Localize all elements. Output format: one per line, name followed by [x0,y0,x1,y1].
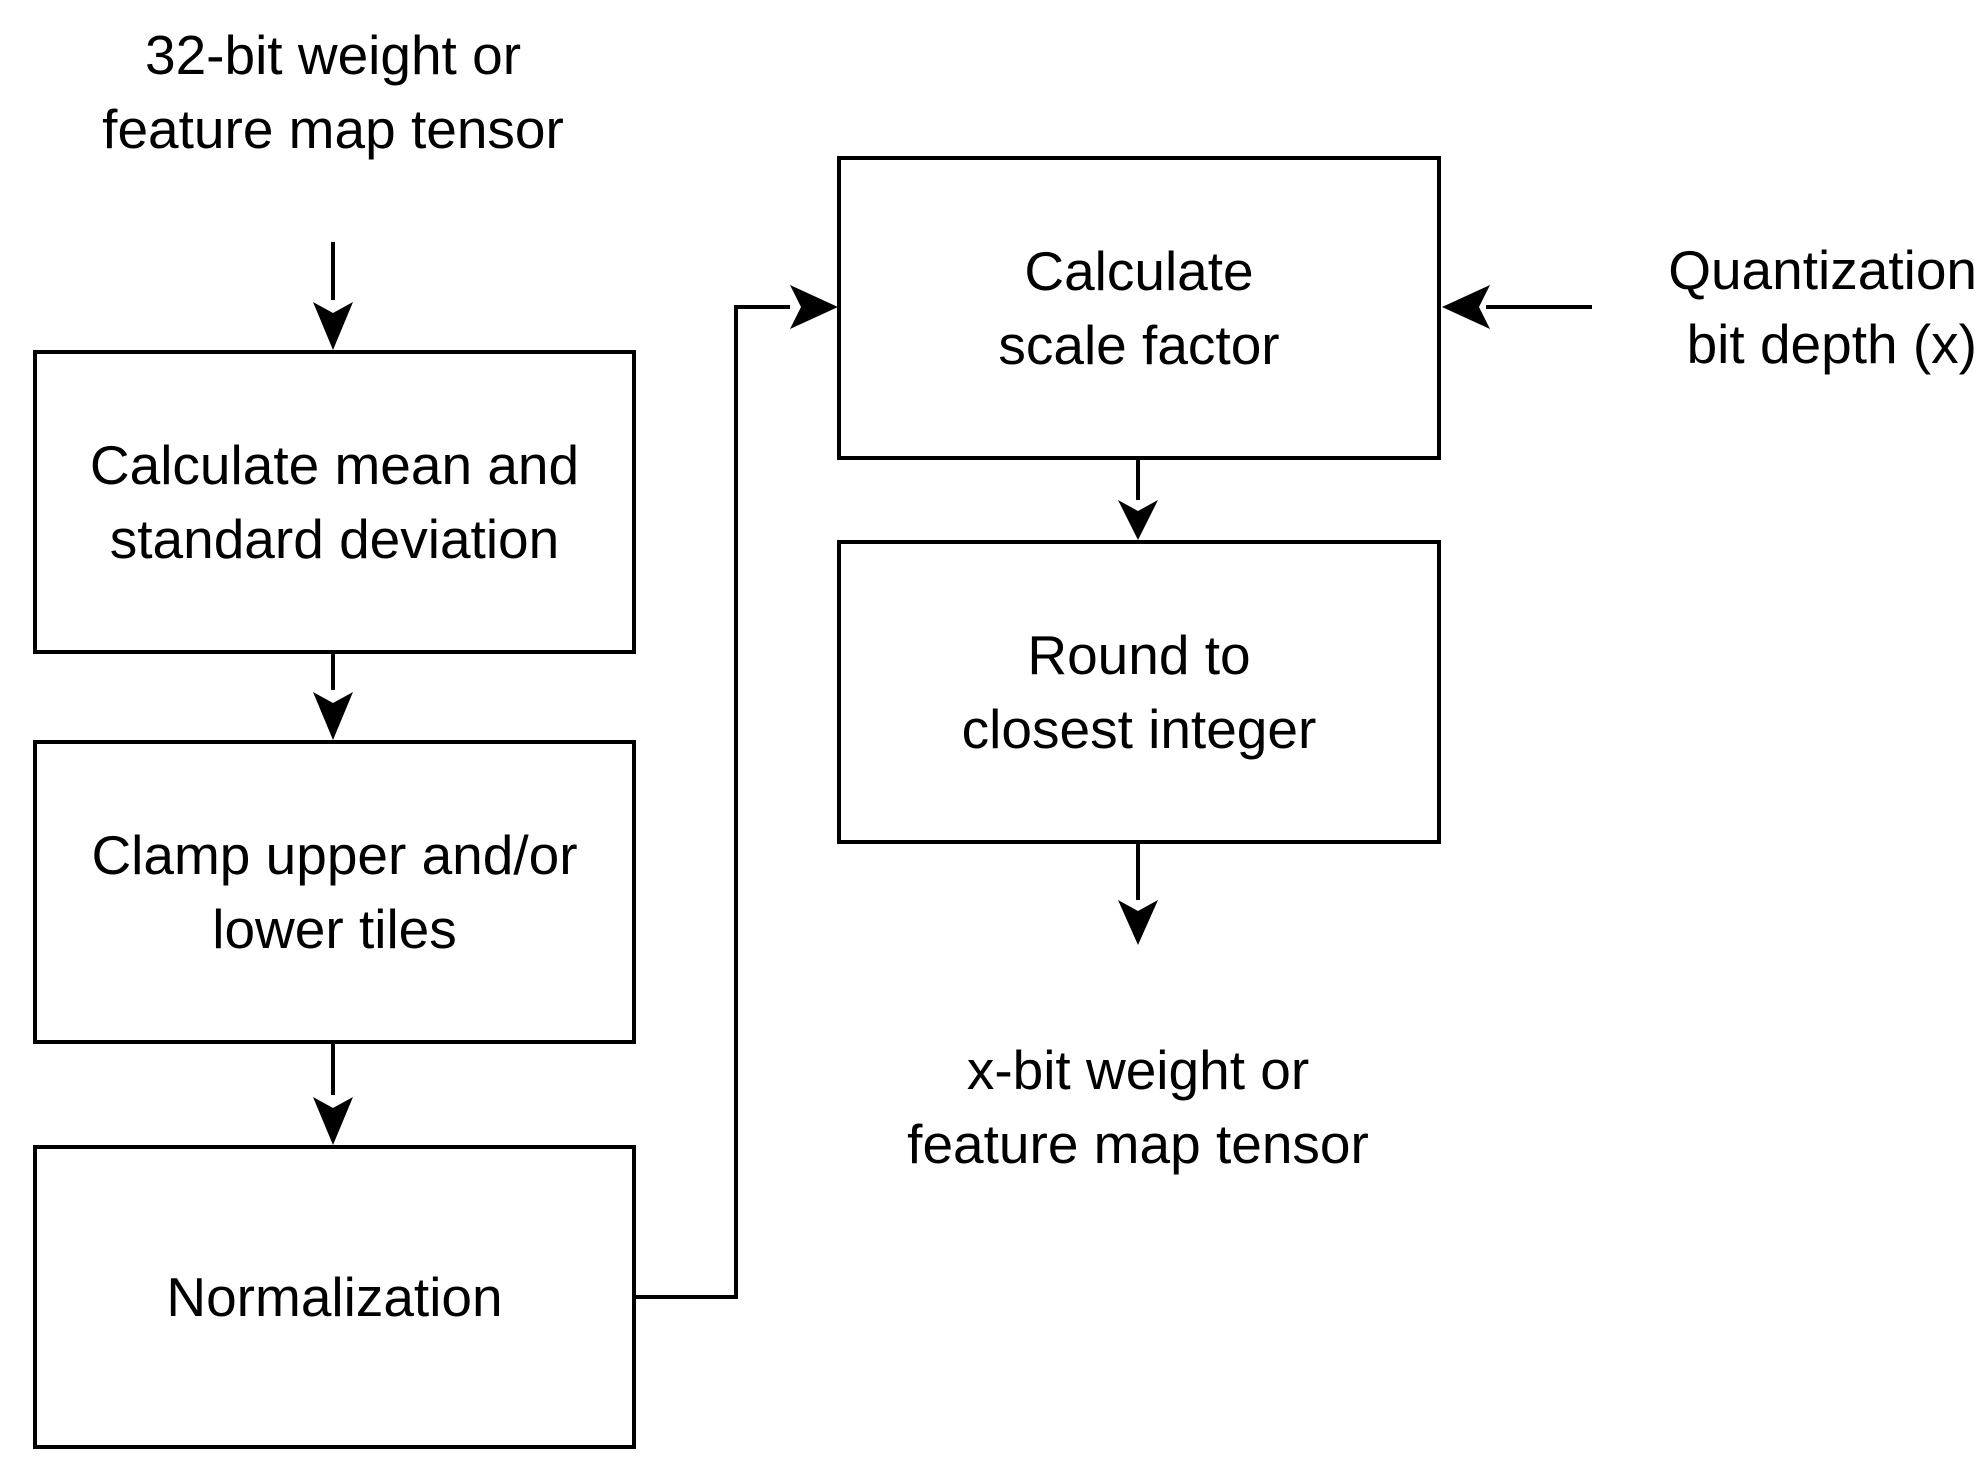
output-tensor-label-line2: feature map tensor [907,1113,1369,1175]
arrowhead-clamp-to-normalization [313,1097,353,1145]
output-tensor-label: x-bit weight or feature map tensor [838,1033,1438,1181]
arrowhead-scale-to-round [1118,500,1158,540]
mean-std-box-line2: standard deviation [109,508,560,570]
round-box-line1: Round to [1027,624,1251,686]
normalization-box: Normalization [33,1145,636,1449]
arrowhead-input [313,302,353,350]
output-tensor-label-line1: x-bit weight or [966,1039,1310,1101]
scale-factor-box-line2: scale factor [998,314,1280,376]
quantization-label-line2: bit depth (x) [1686,313,1977,375]
mean-std-box-line1: Calculate mean and [89,434,580,496]
arrowhead-quantization [1442,285,1490,329]
input-tensor-label: 32-bit weight or feature map tensor [33,18,633,166]
round-box: Round to closest integer [837,540,1441,844]
scale-factor-box: Calculate scale factor [837,156,1441,460]
clamp-box-line2: lower tiles [212,898,457,960]
arrowhead-normalization-to-scale [790,285,838,329]
quantization-label-line1: Quantization [1668,239,1977,301]
input-tensor-label-line1: 32-bit weight or [144,24,522,86]
clamp-box: Clamp upper and/or lower tiles [33,740,636,1044]
arrowhead-mean-to-clamp [313,692,353,740]
clamp-box-line1: Clamp upper and/or [91,824,578,886]
quantization-bit-depth-label: Quantization bit depth (x) [1590,233,1977,381]
mean-std-box: Calculate mean and standard deviation [33,350,636,654]
scale-factor-box-line1: Calculate [1024,240,1254,302]
input-tensor-label-line2: feature map tensor [102,98,564,160]
arrow-normalization-to-scale [635,305,790,1299]
round-box-line2: closest integer [961,698,1317,760]
arrowhead-round-to-output [1118,900,1158,945]
normalization-box-label: Normalization [166,1266,503,1328]
